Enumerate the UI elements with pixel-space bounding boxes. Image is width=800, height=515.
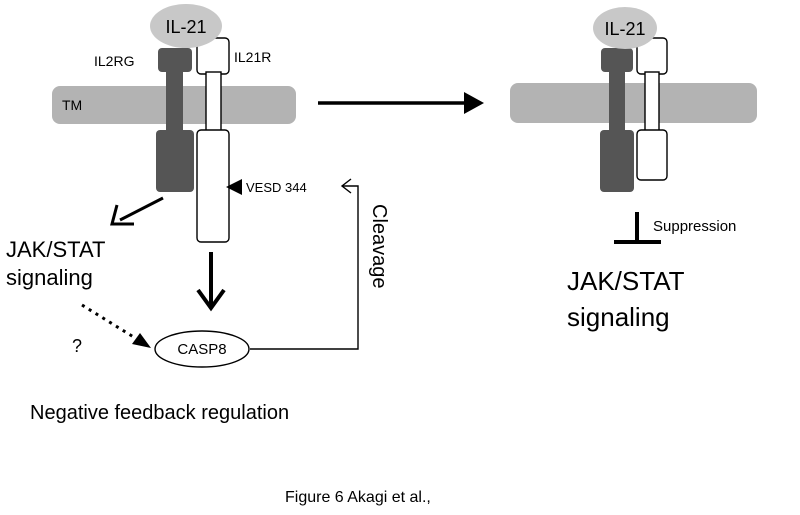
dotted-arrow-jakstat-to-casp8 [81,303,141,343]
cleavage-site-label: VESD 344 [246,180,307,195]
jakstat-right-line1: JAK/STAT [567,266,685,296]
transition-arrow-head [464,92,484,114]
jakstat-right-line2: signaling [567,302,670,332]
left-panel: TM IL2RG IL21R IL-21 VESD 344 JAK/STAT s… [6,4,390,424]
jakstat-left-line1: JAK/STAT [6,237,105,262]
il21-ligand [150,4,222,48]
figure-caption: Figure 6 Akagi et al., [285,489,431,506]
il2rg-receptor-right [600,48,634,192]
right-panel: IL-21 Suppression JAK/STAT signaling [510,7,757,332]
il21-label: IL-21 [165,17,206,37]
il21r-receptor [196,37,230,243]
jakstat-left-line2: signaling [6,265,93,290]
il21r-label: IL21R [234,49,271,65]
casp8-node [154,330,250,368]
cleavage-feedback-head [340,178,352,194]
cleavage-site-marker [226,179,242,195]
dotted-arrow-head [132,333,151,348]
suppression-label: Suppression [653,218,736,235]
cleavage-label: Cleavage [368,204,390,289]
membrane-label: TM [62,97,82,113]
arrow-il21r-head [196,288,226,312]
membrane-right [510,83,757,123]
il2rg-receptor [156,48,194,192]
il21r-receptor-right [636,37,668,181]
arrow-il2rg-head [110,204,134,226]
unknown-mark: ? [72,336,82,356]
il2rg-label: IL2RG [94,53,134,69]
arrow-il2rg-to-jakstat [119,196,164,222]
il21-label-right: IL-21 [604,19,645,39]
il21-ligand-right [593,7,657,49]
left-panel-caption: Negative feedback regulation [30,402,289,424]
casp8-label: CASP8 [177,341,226,358]
cleavage-feedback-line [250,185,359,350]
